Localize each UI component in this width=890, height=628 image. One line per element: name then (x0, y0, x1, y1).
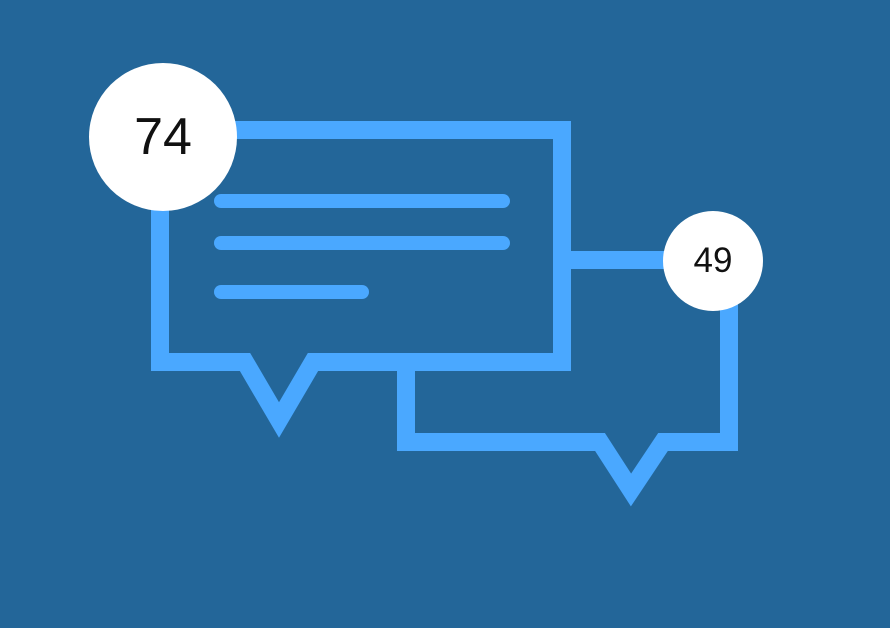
primary-count-badge: 74 (89, 63, 237, 211)
secondary-count-badge: 49 (663, 211, 763, 311)
primary-count: 74 (134, 108, 192, 166)
secondary-count: 49 (693, 241, 733, 280)
front-speech-bubble (151, 121, 571, 438)
front-bubble-outline (151, 121, 571, 438)
message-lines (214, 194, 510, 299)
